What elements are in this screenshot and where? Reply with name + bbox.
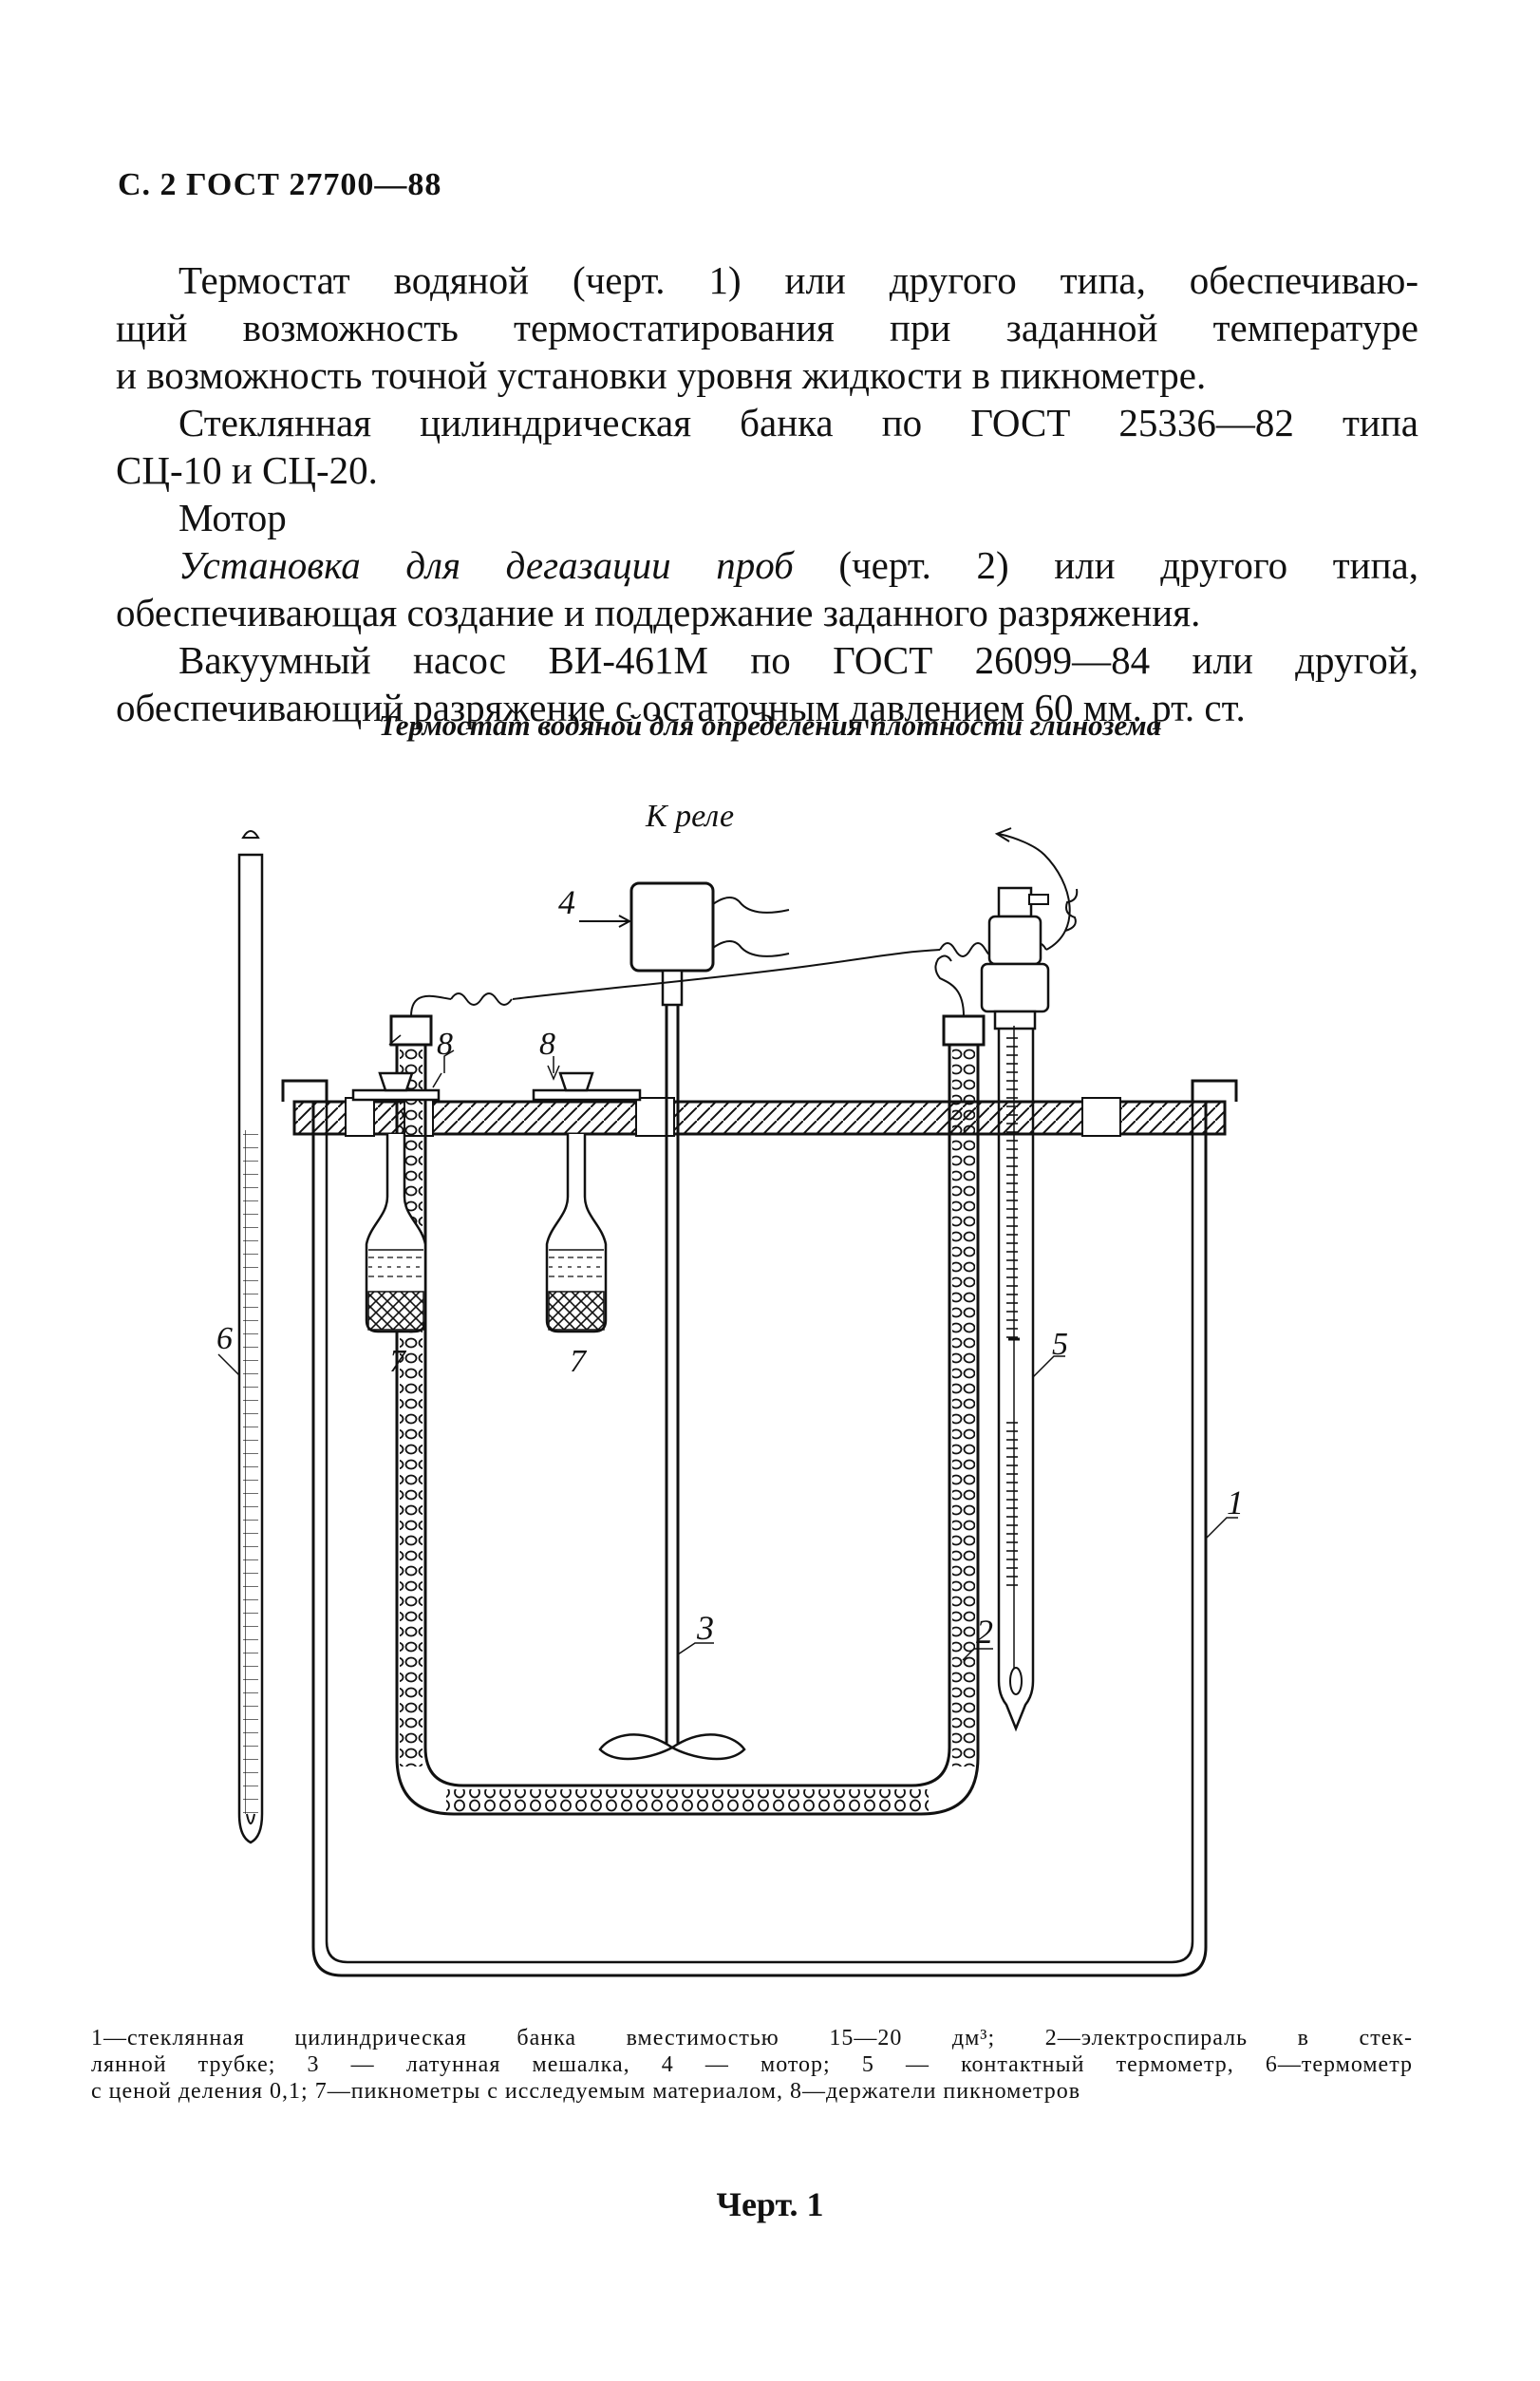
paragraph-jar: Стеклянная цилиндрическая банка по ГОСТ … — [178, 401, 1418, 444]
stirrer — [598, 1005, 746, 1761]
label-5: 5 — [1052, 1327, 1068, 1362]
paragraph-degassing: Установка для дегазации проб (черт. 2) и… — [116, 541, 1418, 589]
heating-spiral — [389, 954, 986, 1816]
paragraph-thermostat-line2: щий возможность термостатирования при за… — [116, 306, 1418, 350]
label-6: 6 — [216, 1321, 233, 1356]
thermometer-6 — [237, 830, 264, 1844]
label-1: 1 — [1227, 1483, 1244, 1521]
lid — [292, 1097, 1227, 1137]
paragraph-pump: Вакуумный насос ВИ-461М по ГОСТ 26099—84… — [178, 638, 1418, 682]
label-8-left: 8 — [437, 1027, 453, 1062]
motor — [579, 881, 790, 1007]
label-7-left: 7 — [389, 1344, 407, 1379]
body-text: Термостат водяной (черт. 1) или другого … — [116, 256, 1418, 731]
degassing-italic: Установка для дегазации проб — [178, 543, 794, 587]
page-header: С. 2 ГОСТ 27700—88 — [118, 167, 442, 202]
label-2: 2 — [976, 1613, 993, 1651]
paragraph-pump-line2: обеспечивающий разряжение с остаточным д… — [116, 686, 1246, 729]
paragraph-thermostat: Термостат водяной (черт. 1) или другого … — [178, 258, 1418, 302]
paragraph-thermostat-line3: и возможность точной установки уровня жи… — [116, 353, 1207, 397]
paragraph-motor: Мотор — [178, 496, 287, 539]
drawing-number: Черт. 1 — [716, 2185, 824, 2223]
outer-jar — [281, 1079, 1238, 1977]
label-7-right: 7 — [570, 1344, 588, 1379]
leader-lines — [217, 1034, 1238, 1661]
paragraph-degassing-line2: обеспечивающая создание и поддержание за… — [116, 591, 1201, 634]
figure-caption: 1—стеклянная цилиндрическая банка вмести… — [91, 2025, 1413, 2105]
degassing-rest: (черт. 2) или другого типа, — [793, 543, 1418, 587]
label-3: 3 — [696, 1609, 714, 1647]
paragraph-jar-line2: СЦ-10 и СЦ-20. — [116, 448, 378, 492]
figure-title: Термостат водяной для определения плотно… — [378, 709, 1162, 742]
pycnometer-right — [532, 1071, 642, 1333]
relay-label: К реле — [645, 799, 734, 834]
label-8-right: 8 — [539, 1027, 555, 1062]
caption-line2: лянной трубке; 3 — латунная мешалка, 4 —… — [91, 2052, 1413, 2077]
contact-thermometer-5 — [980, 886, 1050, 1732]
label-4: 4 — [558, 883, 575, 921]
pycnometer-left — [351, 1071, 441, 1333]
thermostat-diagram: К реле 4 8 8 6 7 7 5 3 2 1 — [216, 799, 1244, 1977]
caption-line1: 1—стеклянная цилиндрическая банка вмести… — [91, 2026, 1413, 2050]
caption-line3: с ценой деления 0,1; 7—пикнометры с иссл… — [91, 2079, 1081, 2104]
